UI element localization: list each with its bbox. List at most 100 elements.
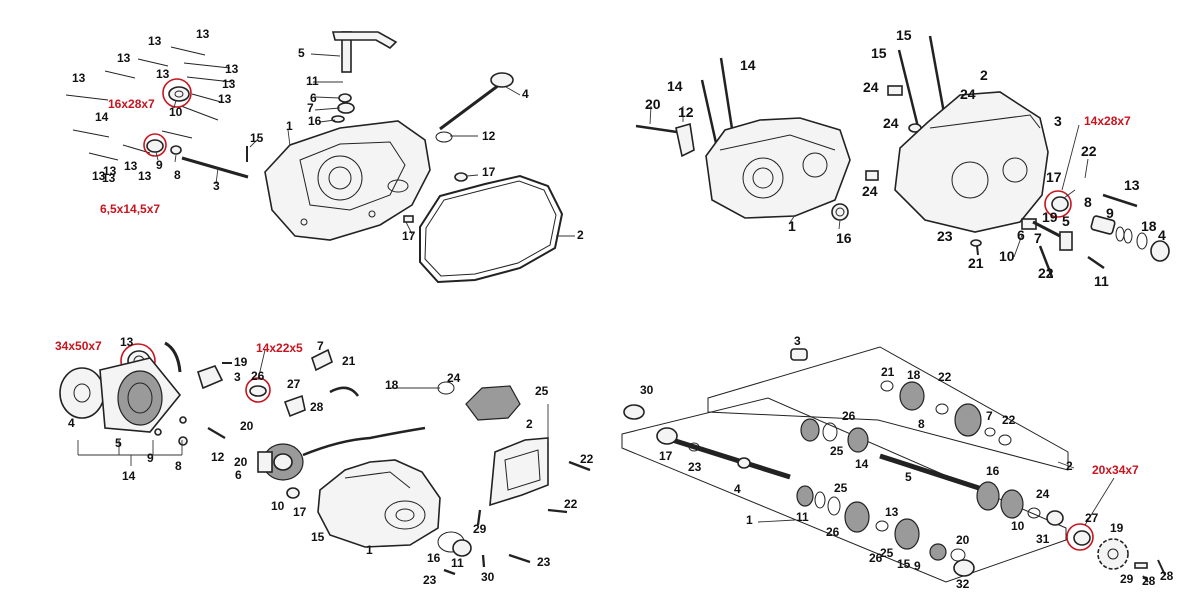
- part-callout: 13: [92, 169, 106, 183]
- bolt-icon: [1087, 255, 1105, 270]
- part-callout: 18: [1141, 218, 1157, 234]
- part-callout: 9: [914, 559, 921, 573]
- part-callout: 26: [842, 409, 856, 423]
- part-callout: 5: [1062, 213, 1070, 229]
- part-callout: 30: [481, 570, 495, 584]
- gear-icon: [1097, 538, 1129, 570]
- part-callout: 11: [1094, 273, 1109, 289]
- part-callout: 15: [311, 530, 325, 544]
- part-callout: 17: [402, 229, 416, 243]
- part-callout: 11: [796, 510, 809, 524]
- part-callout: 6: [235, 468, 242, 482]
- part-callout: 10: [169, 105, 183, 119]
- shaft-icon: [879, 453, 986, 493]
- part-callout: 13: [117, 51, 131, 65]
- part-callout: 11: [306, 74, 319, 88]
- part-callout: 14: [95, 110, 109, 124]
- part-callout: 29: [1120, 572, 1134, 586]
- shaft-icon: [1032, 220, 1061, 238]
- oil-seal-icon: [1066, 523, 1094, 551]
- part-callout: 10: [1011, 519, 1025, 533]
- part-callout: 26: [826, 525, 840, 539]
- part-callout: 20: [956, 533, 970, 547]
- part-callout: 14: [855, 457, 869, 471]
- part-callout: 1: [366, 543, 373, 557]
- part-callout: 13: [885, 505, 899, 519]
- part-callout: 9: [1106, 205, 1114, 221]
- oil-seal-icon: [162, 78, 192, 108]
- part-callout: 29: [473, 522, 487, 536]
- part-callout: 22: [1002, 413, 1016, 427]
- part-callout: 11: [451, 556, 464, 570]
- crankcase-icon: [705, 117, 851, 219]
- part-callout: 16: [427, 551, 441, 565]
- bolt-icon: [465, 385, 521, 421]
- part-callout: 12: [482, 129, 496, 143]
- part-callout: 24: [1036, 487, 1050, 501]
- part-callout: 28: [1142, 574, 1156, 588]
- flywheel-icon: [99, 357, 182, 433]
- part-callout: 2: [1066, 459, 1073, 473]
- panel-left-cover: [59, 341, 591, 576]
- part-callout: 13: [120, 335, 134, 349]
- part-callout: 3: [213, 179, 220, 193]
- part-callout: 2: [980, 67, 988, 83]
- part-callout: 13: [196, 27, 210, 41]
- part-callout: 6: [310, 91, 317, 105]
- engine-cover-icon: [317, 459, 441, 548]
- part-callout: 23: [688, 460, 702, 474]
- part-callout: 21: [342, 354, 356, 368]
- part-callout: 21: [968, 255, 984, 271]
- part-callout: 24: [960, 86, 976, 102]
- part-callout: 4: [1158, 227, 1166, 243]
- oil-seal-icon: [245, 377, 271, 403]
- part-callout: 15: [871, 45, 887, 61]
- part-callout: 7: [1034, 230, 1042, 246]
- part-callout: 14: [667, 78, 683, 94]
- flywheel-icon: [59, 367, 105, 419]
- panel-transmission: [621, 346, 1166, 583]
- part-callout: 7: [307, 101, 314, 115]
- part-callout: 3: [1054, 113, 1062, 129]
- part-callout: 31: [1036, 532, 1050, 546]
- part-callout: 1: [286, 119, 293, 133]
- part-callout: 9: [147, 451, 154, 465]
- part-callout: 23: [423, 573, 437, 587]
- part-callout: 10: [999, 248, 1015, 264]
- part-callout: 13: [103, 164, 117, 178]
- part-callout: 13: [124, 159, 138, 173]
- part-callout: 10: [271, 499, 285, 513]
- part-callout: 32: [956, 577, 970, 591]
- stator-icon: [257, 426, 426, 481]
- panel-crankcase: [635, 35, 1170, 278]
- part-callout: 19: [1042, 209, 1058, 225]
- bolt-icon: [454, 172, 468, 182]
- part-callout: 15: [896, 27, 912, 43]
- part-callout: 3: [234, 370, 241, 384]
- part-callout: 19: [1110, 521, 1124, 535]
- oil-seal-icon: [623, 404, 645, 420]
- part-callout: 8: [174, 168, 181, 182]
- seal-size-label: 6,5x14,5x7: [100, 202, 160, 216]
- oil-seal-icon: [790, 348, 808, 361]
- part-callout: 26: [251, 369, 265, 383]
- part-callout: 28: [310, 400, 324, 414]
- part-callout: 13: [156, 67, 170, 81]
- engine-cover-icon: [264, 120, 431, 241]
- part-callout: 4: [522, 87, 529, 101]
- part-callout: 13: [148, 34, 162, 48]
- part-callout: 15: [897, 557, 911, 571]
- seal-size-label: 34x50x7: [55, 339, 102, 353]
- bolt-icon: [887, 85, 903, 96]
- part-callout: 12: [678, 104, 694, 120]
- part-callout: 3: [794, 334, 801, 348]
- part-callout: 5: [905, 470, 912, 484]
- part-callout: 7: [317, 339, 324, 353]
- bolt-icon: [1102, 193, 1138, 208]
- part-callout: 22: [580, 452, 594, 466]
- bolt-icon: [1059, 231, 1073, 251]
- seal-size-label: 16x28x7: [108, 97, 155, 111]
- part-callout: 25: [830, 444, 844, 458]
